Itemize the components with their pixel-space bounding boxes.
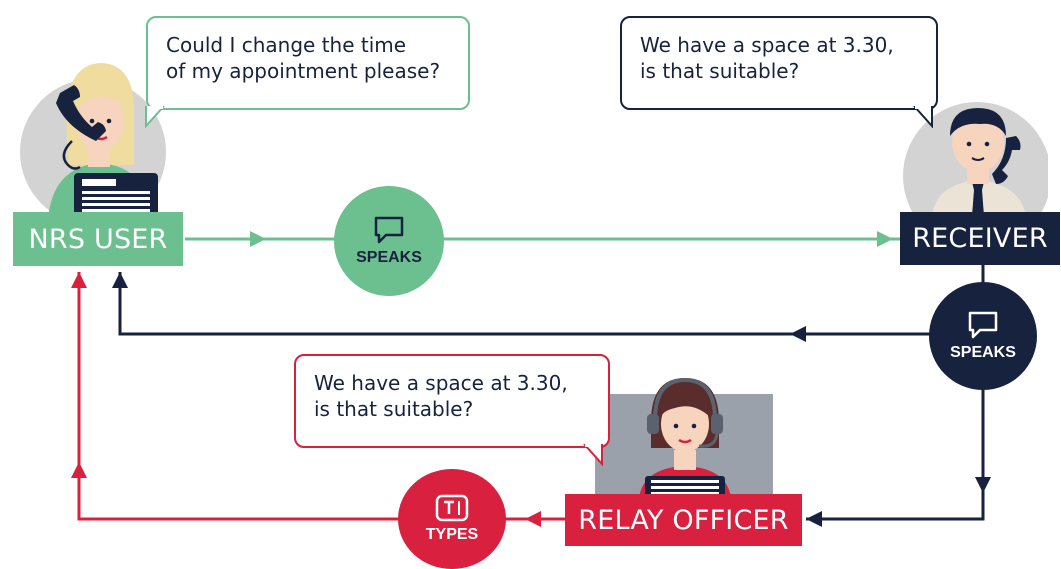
speech-line: of my appointment please? [166, 59, 441, 83]
nrs-user-avatar [20, 63, 166, 220]
navy-arrow-head-officer [806, 511, 822, 527]
user-speaks-badge: SPEAKS [334, 186, 444, 296]
speech-bubble-icon [374, 216, 404, 244]
speech-line: We have a space at 3.30, [314, 371, 568, 395]
receiver-label: RECEIVER [900, 212, 1060, 265]
navy-arrow-head-up [112, 272, 128, 288]
nrs-user-label: NRS USER [13, 212, 183, 266]
receiver-speaks-badge: SPEAKS [929, 282, 1037, 390]
navy-arrow-head-down [975, 477, 991, 493]
red-arrow-head-up-lower [71, 462, 87, 478]
nrs-user-speech-bubble: Could I change the time of my appointmen… [146, 16, 470, 110]
receiver-avatar [903, 102, 1048, 216]
relay-officer-avatar [595, 377, 773, 498]
receiver-bubble-tail [913, 106, 933, 128]
navy-down-line [806, 388, 985, 521]
green-arrow-head-2 [877, 231, 893, 247]
officer-types-badge: TYPES [398, 469, 506, 569]
speech-line: is that suitable? [640, 59, 800, 83]
nrs-user-bubble-tail [145, 106, 165, 128]
speech-line: is that suitable? [314, 397, 474, 421]
officer-types-label: TYPES [425, 526, 479, 543]
red-arrow-head-up [71, 272, 87, 288]
speech-line: Could I change the time [166, 33, 407, 57]
speech-line: We have a space at 3.30, [640, 33, 894, 57]
navy-arrow-head-left [790, 326, 806, 342]
relay-officer-label: RELAY OFFICER [565, 494, 802, 546]
text-input-icon [435, 494, 469, 522]
red-arrow-head-left [525, 511, 541, 527]
speech-bubble-icon [968, 311, 998, 339]
relay-officer-bubble-tail [583, 444, 603, 466]
receiver-speech-bubble: We have a space at 3.30, is that suitabl… [620, 16, 938, 110]
receiver-speaks-label: SPEAKS [950, 344, 1016, 361]
navy-return-line [118, 272, 930, 336]
relay-officer-speech-bubble: We have a space at 3.30, is that suitabl… [294, 354, 610, 448]
green-arrow-head-1 [250, 231, 266, 247]
user-speaks-label: SPEAKS [356, 249, 422, 266]
